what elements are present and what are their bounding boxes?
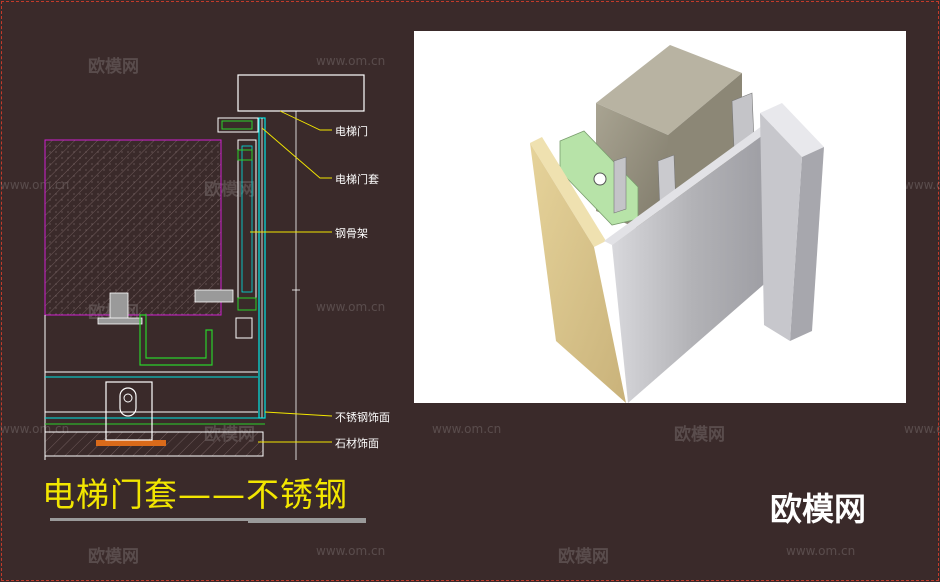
floor-structure-lines — [44, 315, 265, 460]
watermark-url: www.om.cn — [904, 178, 940, 192]
watermark-url: www.om.cn — [316, 300, 386, 314]
wall-masonry — [44, 139, 222, 316]
watermark-text: 欧模网 — [88, 547, 139, 567]
render-panel — [414, 31, 906, 403]
watermark-text: 欧模网 — [88, 57, 139, 77]
watermark-url: www.om.cn — [904, 422, 940, 436]
watermark-url: www.om.cn — [316, 544, 386, 558]
callout-steel-frame: 钢骨架 — [335, 227, 368, 240]
watermark-url: www.om.cn — [316, 54, 386, 68]
callout-stainless-finish: 不锈钢饰面 — [335, 411, 390, 424]
callout-stone-finish: 石材饰面 — [335, 437, 379, 450]
title-underline-left — [50, 518, 248, 521]
callout-door-frame: 电梯门套 — [335, 173, 379, 186]
watermark-url: www.om.cn — [786, 544, 856, 558]
stainless-facing — [604, 123, 774, 403]
callout-elevator-door: 电梯门 — [335, 125, 368, 138]
brand-logo: 欧模网 — [770, 490, 867, 528]
drawing-title: 电梯门套——不锈钢 — [42, 475, 348, 514]
stainless-return — [760, 103, 824, 341]
stone-base — [44, 431, 264, 457]
watermark-text: 欧模网 — [558, 547, 609, 567]
door-frame-3d-render — [530, 45, 824, 403]
door-head-block — [237, 74, 365, 112]
anchor-plate — [105, 381, 153, 441]
door-frame-profile — [217, 117, 266, 419]
watermark-url: www.om.cn — [432, 422, 502, 436]
watermark-text: 欧模网 — [674, 425, 725, 445]
callout-leaders — [250, 110, 333, 443]
stone-facing — [530, 137, 626, 403]
title-underline-right — [248, 518, 366, 523]
steel-bracket — [97, 289, 253, 366]
